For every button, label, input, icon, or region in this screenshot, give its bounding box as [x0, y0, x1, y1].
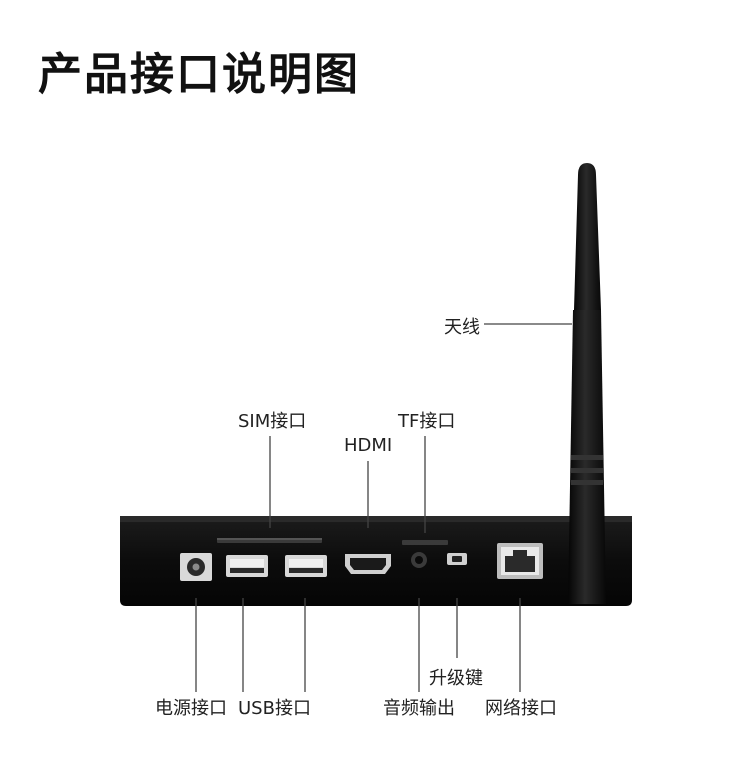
- usb-port-1: [226, 555, 268, 577]
- usb-port-2: [285, 555, 327, 577]
- page-title: 产品接口说明图: [38, 49, 360, 100]
- power-jack: [180, 553, 212, 581]
- ethernet-port: [497, 543, 543, 579]
- label-usb: USB接口: [238, 698, 311, 719]
- leader-lines: [195, 323, 572, 692]
- audio-jack: [411, 552, 427, 568]
- label-antenna: 天线: [444, 317, 480, 338]
- label-hdmi: HDMI: [344, 435, 393, 456]
- upgrade-button: [447, 553, 467, 565]
- label-sim: SIM接口: [238, 411, 307, 432]
- label-upgrade: 升级键: [429, 668, 483, 689]
- label-network: 网络接口: [485, 698, 557, 719]
- antenna: [568, 163, 606, 604]
- label-power: 电源接口: [155, 698, 227, 719]
- tf-slot: [402, 540, 448, 545]
- label-audio: 音频输出: [383, 698, 455, 719]
- sim-slot: [217, 538, 322, 543]
- hdmi-port: [345, 554, 391, 574]
- label-tf: TF接口: [398, 411, 456, 432]
